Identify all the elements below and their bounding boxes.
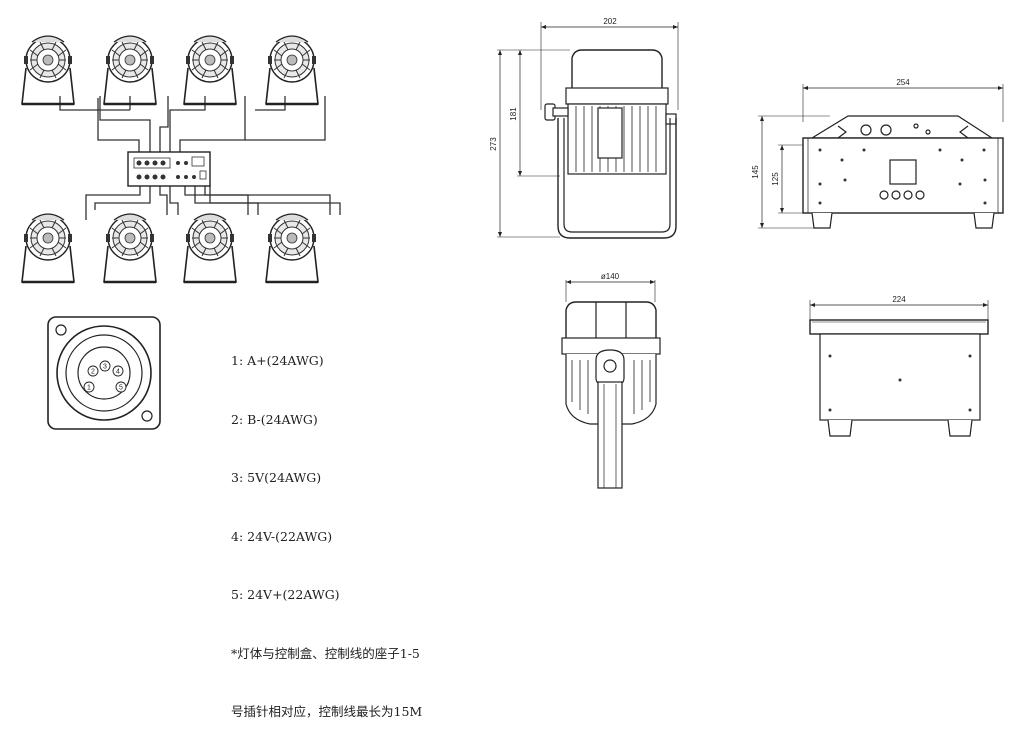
- connector-pinout: 1 2 3 4 5: [47, 316, 161, 430]
- lamp-fixture: [182, 34, 238, 106]
- side-view-drawing: [497, 22, 679, 239]
- lamp-fixture: [102, 34, 158, 106]
- dim-side-head-height: 181: [509, 107, 518, 121]
- dim-box-body-height: 125: [771, 172, 780, 186]
- lamp-fixture: [264, 212, 320, 284]
- lamp-fixture: [20, 34, 76, 106]
- bottom-wires: [85, 185, 341, 220]
- dim-box-total-height: 145: [751, 165, 760, 179]
- lamp-fixture: [182, 212, 238, 284]
- legend-line: 2: B-(24AWG): [231, 411, 318, 427]
- dim-side-total-height: 273: [489, 137, 498, 151]
- legend-line: 1: A+(24AWG): [231, 353, 324, 368]
- legend-note: 号插针相对应，控制线最长为15M: [231, 704, 423, 719]
- pin-label-5: 5: [119, 385, 123, 392]
- installation-diagram: 1 2 3 4 5: [20, 17, 1004, 489]
- pin-label-2: 2: [91, 369, 95, 376]
- lamp-fixture: [264, 34, 320, 106]
- legend-line: 3: 5V(24AWG): [231, 470, 322, 485]
- pin-label-4: 4: [116, 369, 120, 376]
- dim-front-diameter: ø140: [601, 272, 620, 281]
- dim-side-width: 202: [603, 17, 617, 26]
- lamp-fixture: [102, 212, 158, 284]
- legend-line: 5: 24V+(22AWG): [231, 587, 340, 602]
- dim-box-width: 254: [896, 78, 910, 87]
- control-box-front-view: [758, 84, 1004, 229]
- pin-legend: 1: A+(24AWG) 2: B-(24AWG) 3: 5V(24AWG) 4…: [231, 312, 422, 741]
- lamp-wiring-diagram: [20, 34, 341, 284]
- control-box-bottom-view: [809, 300, 989, 437]
- control-box: [127, 151, 211, 187]
- legend-line: 4: 24V-(22AWG): [231, 528, 333, 544]
- lamp-fixture: [20, 212, 76, 284]
- legend-note: *灯体与控制盒、控制线的座子1-5: [231, 645, 420, 661]
- pin-label-3: 3: [103, 364, 107, 371]
- pin-label-1: 1: [87, 385, 91, 392]
- dim-box-bottom-width: 224: [892, 295, 906, 304]
- front-view-drawing: [561, 280, 661, 489]
